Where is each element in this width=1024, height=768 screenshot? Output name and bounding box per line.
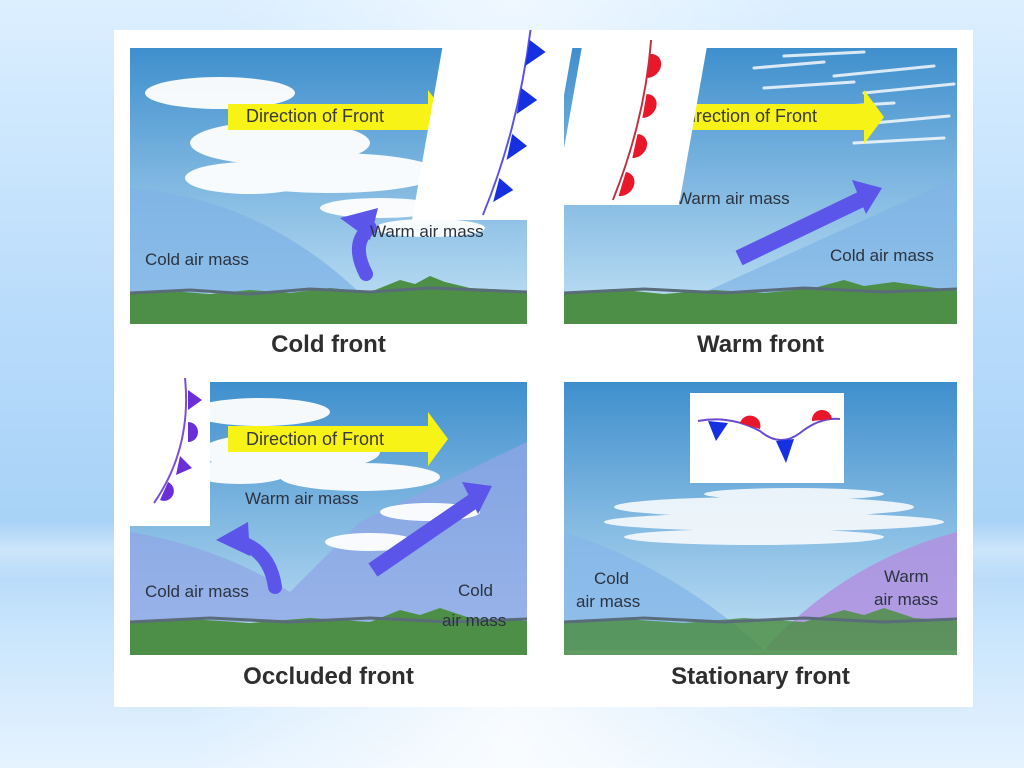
- warm-front-symbol-icon: [611, 40, 662, 201]
- cold-air-mass-left-label: Cold air mass: [145, 582, 249, 601]
- cold-air-label-2: air mass: [576, 592, 641, 611]
- direction-arrowhead-icon: [428, 412, 448, 466]
- warm-front-caption: Warm front: [696, 331, 825, 358]
- horizon-mountains: [564, 286, 957, 295]
- cold-air-mass-label: Cold air mass: [145, 250, 249, 269]
- warm-air-mass-label: Warm air mass: [676, 189, 790, 208]
- horizon-mountains: [564, 616, 957, 624]
- cold-air-wedges: [130, 442, 527, 622]
- stationary-front-symbol-icon: [697, 409, 841, 463]
- cold-air-mass-right-label-1: Cold: [458, 581, 493, 600]
- warm-air-arrowhead-icon: [340, 208, 378, 240]
- cold-air-mass-right-label-2: air mass: [442, 611, 507, 630]
- cold-front-caption: Cold front: [271, 331, 386, 358]
- warm-air-arrow-icon: [735, 190, 868, 266]
- direction-arrow-icon: [228, 426, 428, 452]
- warm-air-mass-label: Warm air mass: [245, 489, 359, 508]
- occluded-front-symbol-inset: [130, 378, 210, 526]
- stratus-cloud: [604, 488, 944, 545]
- cold-front-symbol-inset: [412, 30, 576, 220]
- occluded-front-symbol-icon: [153, 378, 202, 504]
- direction-arrow-icon: [664, 104, 864, 130]
- left-air-arrowhead-icon: [216, 522, 250, 556]
- warm-front-symbol-inset: [554, 40, 709, 205]
- stationary-front-panel: Cold air mass Warm air mass: [564, 382, 957, 655]
- horizon-mountains: [130, 286, 527, 296]
- direction-arrow-icon: [228, 104, 428, 130]
- cold-front-symbol-icon: [481, 30, 546, 216]
- warm-air-label-1: Warm: [884, 567, 929, 586]
- warm-air-arrowhead-icon: [462, 482, 492, 514]
- stationary-front-symbol-inset: [690, 393, 844, 483]
- cloud: [145, 77, 485, 237]
- direction-label: Direction of Front: [679, 106, 818, 126]
- cold-air-wedge: [130, 188, 360, 293]
- stationary-front-scene: [564, 382, 957, 655]
- warm-air-arrow-icon: [368, 493, 480, 577]
- occluded-front-caption: Occluded front: [243, 663, 414, 690]
- stationary-front-caption: Stationary front: [671, 663, 850, 690]
- direction-arrowhead-icon: [864, 90, 884, 144]
- direction-label: Direction of Front: [246, 106, 385, 126]
- warm-air-mass-label: Warm air mass: [370, 222, 484, 241]
- cold-air-label-1: Cold: [594, 569, 629, 588]
- horizon-mountains: [130, 616, 527, 624]
- cold-air-mass-label: Cold air mass: [830, 246, 934, 265]
- warm-air-label-2: air mass: [874, 590, 939, 609]
- direction-label: Direction of Front: [246, 429, 385, 449]
- warm-air-arrowhead-icon: [852, 180, 882, 214]
